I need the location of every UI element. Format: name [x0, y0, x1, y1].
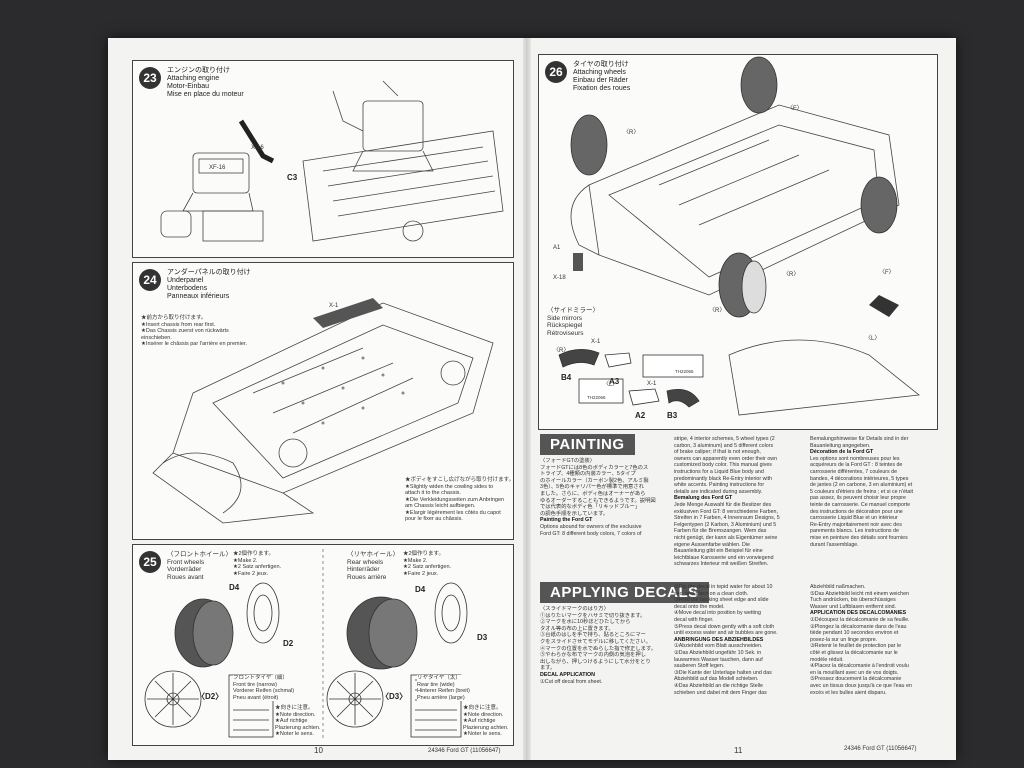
- applying-decals-banner: APPLYING DECALS: [540, 582, 709, 603]
- front-wheels-title: 〈フロントホイール〉 Front wheels Vorderräder Roue…: [167, 551, 232, 581]
- part-label: 〈D3〉: [381, 692, 408, 701]
- part-label: D4: [415, 585, 426, 594]
- part-label: X-1: [647, 381, 657, 387]
- rear-label: 〈R〉: [709, 308, 726, 314]
- decal-number: TH22066: [587, 395, 606, 400]
- decals-col-2: ②Dip the decal in tepid water for about …: [674, 584, 778, 696]
- step-title: アンダーパネルの取り付け Underpanel Unterbodens Pann…: [167, 269, 251, 300]
- underpanel-drawing: [152, 298, 494, 524]
- engine-assembly-drawing: [160, 80, 504, 242]
- front-tire-label: フロントタイヤ（細） Front tire (narrow) Vorderer …: [233, 675, 295, 701]
- painting-col-2: stripe, 4 interior schemes, 5 wheel type…: [674, 436, 780, 568]
- part-label: A2: [635, 411, 646, 420]
- rear-label: 〈R〉: [623, 130, 640, 136]
- side-mirrors-title: 〈サイドミラー〉 Side mirrors Rückspiegel Rétrov…: [547, 307, 599, 337]
- part-label: D2: [283, 639, 294, 648]
- part-label: D3: [477, 633, 488, 642]
- front-label: 〈F〉: [879, 270, 895, 276]
- decal-number: TH22065: [675, 369, 694, 374]
- rear-tire-label: リヤタイヤ（太） Rear tire (wide) Hinterer Reife…: [417, 675, 470, 701]
- part-label: X-1: [591, 339, 601, 345]
- front-label: 〈F〉: [787, 106, 803, 112]
- rear-direction-note: ★向きに注意。 ★Note direction. ★Auf richtige P…: [463, 705, 509, 737]
- page-number: 11: [734, 746, 743, 755]
- step-23-panel: 23 エンジンの取り付け Attaching engine Motor-Einb…: [132, 60, 514, 258]
- step-number: 24: [139, 269, 161, 291]
- part-label: B3: [667, 411, 678, 420]
- painting-col-3: Bemalungshinweise für Details sind in de…: [810, 436, 914, 548]
- part-label: 〈D2〉: [197, 692, 224, 701]
- mirror-left-label: 〈L〉: [603, 382, 619, 388]
- front-make-note: ★2個作ります。 ★Make 2. ★2 Satz anfertigen. ★F…: [233, 551, 282, 577]
- left-footer-code: 24346 Ford GT (11056647): [428, 748, 501, 754]
- part-label: A1: [553, 245, 561, 251]
- cowling-note: ★ボディをすこし広げながら取り付けます。 ★Slightly widen the…: [405, 477, 515, 522]
- mirror-left-label: 〈L〉: [865, 336, 881, 342]
- booklet-gutter: [523, 38, 531, 760]
- instruction-booklet: 23 エンジンの取り付け Attaching engine Motor-Einb…: [108, 38, 956, 760]
- right-page: 26 タイヤの取り付け Attaching wheels Einbau der …: [528, 38, 956, 760]
- step-number: 23: [139, 67, 161, 89]
- step-26-panel: 26 タイヤの取り付け Attaching wheels Einbau der …: [538, 54, 938, 430]
- rear-label: 〈R〉: [783, 272, 800, 278]
- insert-note: ★前方から取り付けます。 ★Insert chassis from rear f…: [141, 315, 247, 347]
- painting-col-1: 〈フォードGTの塗装〉 フォードGTには8色のボディカラーと7色のス トライプ、…: [540, 458, 656, 537]
- part-label: XF-16: [209, 165, 226, 171]
- decals-col-1: 〈スライドマークのはり方〉 ①はりたいマークをハサミで切り抜きます。 ②マークを…: [540, 606, 657, 685]
- part-label: X-16: [251, 145, 264, 151]
- step-25-panel: 25 〈フロントホイール〉 Front wheels Vorderräder R…: [132, 544, 514, 746]
- part-label: X-18: [553, 275, 566, 281]
- wheel-attach-drawing: [558, 56, 921, 416]
- part-label: B4: [561, 373, 572, 382]
- step-24-panel: 24 アンダーパネルの取り付け Underpanel Unterbodens P…: [132, 262, 514, 540]
- part-label: X-1: [329, 303, 339, 309]
- part-label: C3: [287, 173, 298, 182]
- part-label: A3: [609, 377, 620, 386]
- step-title: エンジンの取り付け Attaching engine Motor-Einbau …: [167, 67, 244, 98]
- rear-make-note: ★2個作ります。 ★Make 2. ★2 Satz anfertigen. ★F…: [403, 551, 452, 577]
- left-page: 23 エンジンの取り付け Attaching engine Motor-Einb…: [108, 38, 527, 760]
- wheels-drawing: [144, 549, 468, 741]
- painting-banner: PAINTING: [540, 434, 635, 455]
- decals-col-3: Abziehbild naßmachen. ⑤Das Abziehbild le…: [810, 584, 912, 696]
- footer-code: 24346 Ford GT (11056647): [844, 746, 917, 752]
- part-label: D4: [229, 583, 240, 592]
- mirror-right-label: 〈R〉: [553, 348, 570, 354]
- page-number: 10: [314, 746, 323, 755]
- step-number: 25: [139, 551, 161, 573]
- step-number: 26: [545, 61, 567, 83]
- step-title: タイヤの取り付け Attaching wheels Einbau der Räd…: [573, 61, 631, 92]
- front-direction-note: ★向きに注意。 ★Note direction. ★Auf richtige P…: [275, 705, 321, 737]
- rear-wheels-title: 〈リヤホイール〉 Rear wheels Hinterräder Roues a…: [347, 551, 399, 581]
